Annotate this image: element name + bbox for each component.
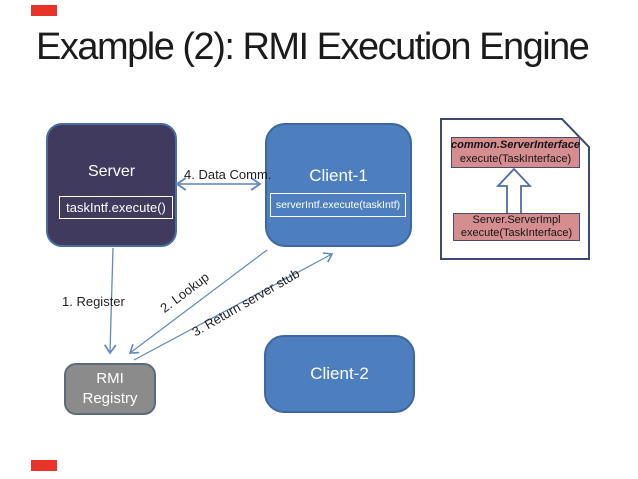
server-interface-box: common.ServerInterface execute(TaskInter…	[451, 137, 580, 168]
red-marker-top	[31, 5, 57, 16]
server-node: Server taskIntf.execute()	[46, 123, 177, 247]
data-comm-label: 4. Data Comm.	[184, 167, 272, 182]
server-impl-box: Server.ServerImpl execute(TaskInterface)	[453, 213, 580, 241]
interface-name: common.ServerInterface	[451, 139, 580, 151]
register-label: 1. Register	[62, 294, 125, 309]
server-method-box: taskIntf.execute()	[59, 196, 173, 219]
registry-label-line2: Registry	[82, 390, 138, 407]
impl-name: Server.ServerImpl	[472, 213, 561, 226]
interface-method: execute(TaskInterface)	[459, 152, 572, 165]
client1-method-box: serverIntf.execute(taskIntf)	[270, 193, 406, 217]
interface-note: common.ServerInterface execute(TaskInter…	[440, 118, 590, 260]
impl-method: execute(TaskInterface)	[460, 227, 573, 239]
server-label: Server	[87, 163, 136, 180]
client1-label: Client-1	[309, 166, 368, 185]
red-marker-bottom	[31, 460, 57, 471]
lookup-label: 2. Lookup	[157, 269, 212, 316]
client1-node: Client-1 serverIntf.execute(taskIntf)	[265, 123, 412, 247]
rmi-registry-node: RMI Registry	[64, 363, 156, 415]
client2-node: Client-2	[264, 335, 415, 413]
slide-title: Example (2): RMI Execution Engine	[36, 26, 590, 68]
registry-label-line1: RMI	[96, 370, 124, 387]
